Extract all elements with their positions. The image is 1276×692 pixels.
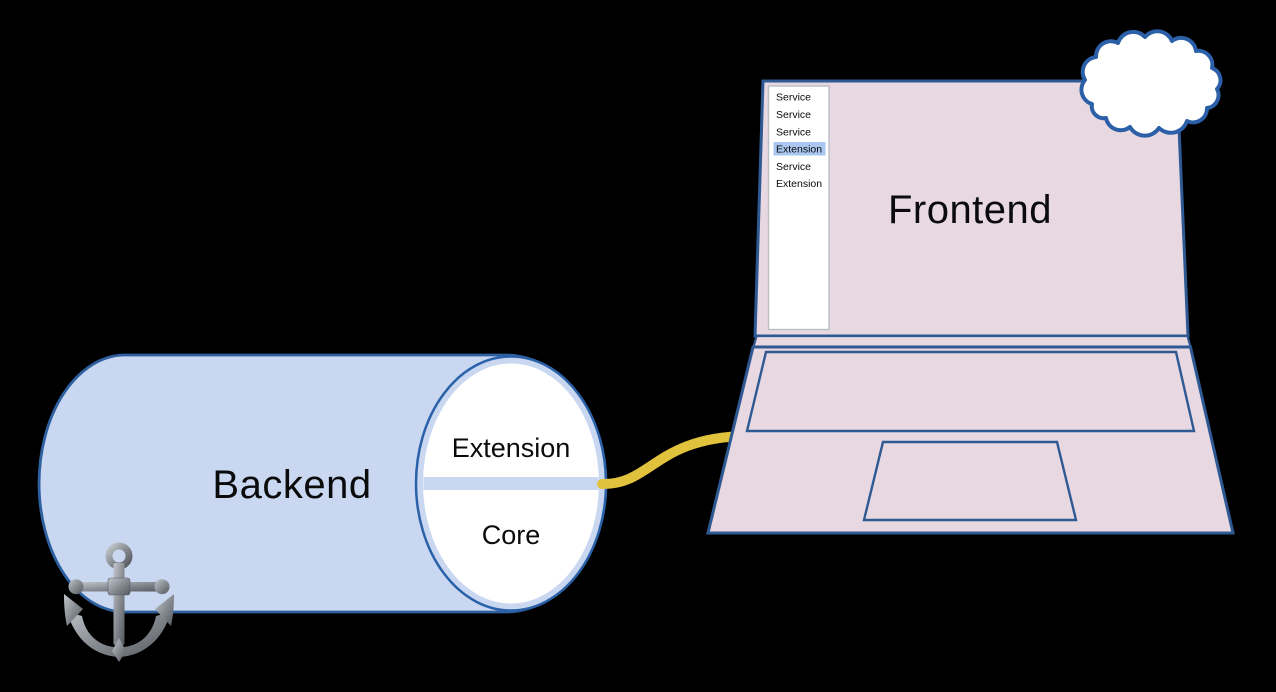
laptop-touchpad — [862, 440, 1078, 522]
cloud-icon — [1079, 29, 1223, 138]
backend-label: Backend — [212, 463, 371, 507]
cap-divider — [423, 477, 599, 490]
sidebar-background — [767, 85, 830, 331]
laptop-keyboard — [745, 350, 1196, 433]
sidebar-panel: Service Service Service Extension Servic… — [767, 85, 830, 331]
sidebar-selection-highlight — [773, 142, 826, 156]
backend-cylinder: Backend Extension Core — [37, 353, 608, 662]
cap-core-label: Core — [482, 520, 541, 550]
sidebar-item-service-4: Service — [776, 161, 811, 173]
sidebar-item-service-2: Service — [776, 109, 811, 121]
laptop-base — [706, 345, 1235, 535]
sidebar-item-extension-selected: Extension — [776, 144, 822, 156]
frontend-label: Frontend — [888, 188, 1052, 232]
cap-extension-label: Extension — [452, 433, 571, 463]
cable-connector — [597, 431, 753, 490]
frontend-laptop: Frontend Service Service Service Extensi… — [706, 29, 1235, 535]
anchor-icon — [64, 542, 174, 662]
sidebar-item-service-3: Service — [776, 126, 811, 138]
sidebar-item-extension-2: Extension — [776, 178, 822, 190]
laptop-hinge — [752, 334, 1192, 349]
sidebar-item-service-1: Service — [776, 92, 811, 104]
